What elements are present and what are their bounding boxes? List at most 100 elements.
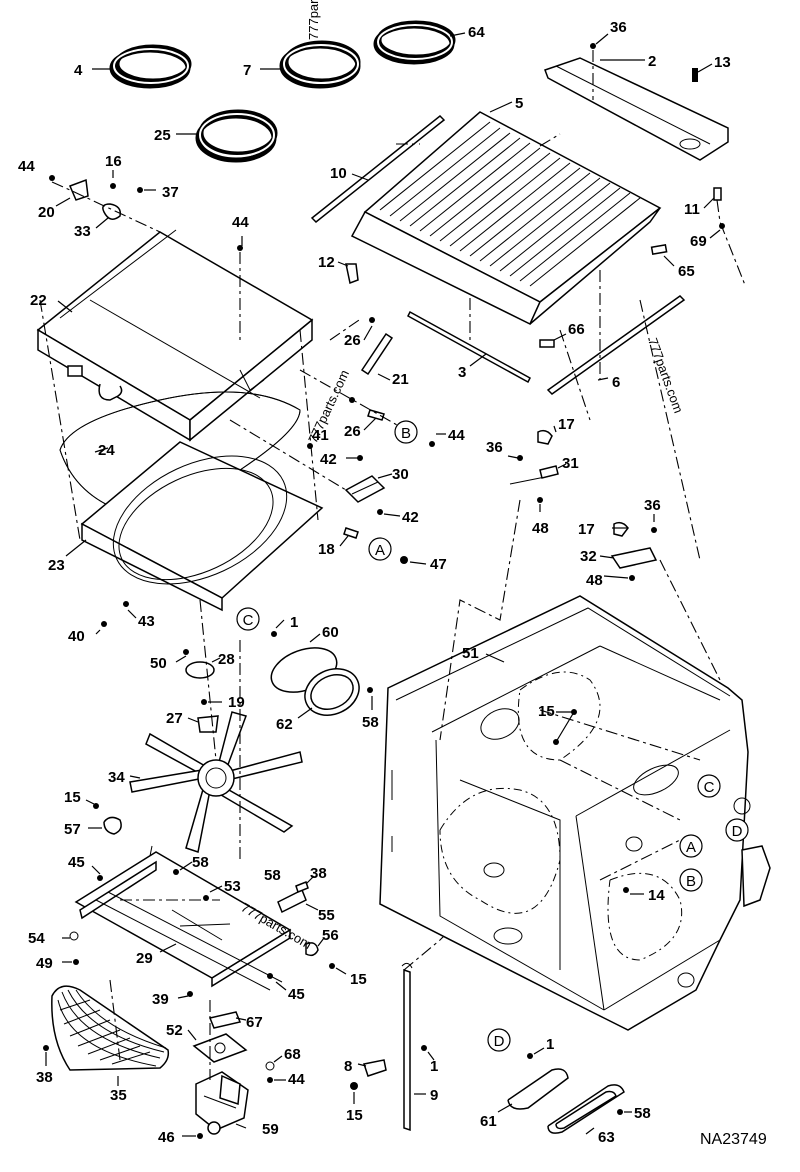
bracket-32 (599, 514, 658, 581)
callout-label: 47 (430, 556, 447, 573)
watermark: 777parts.com (306, 0, 321, 40)
callout-label: 69 (690, 233, 707, 250)
fan-34 (129, 711, 303, 853)
cooler-core-5 (350, 101, 662, 326)
ref-c: C (243, 612, 254, 629)
callout-label: 58 (362, 714, 379, 731)
callout-label: 50 (150, 655, 167, 672)
mount-plate-52 (177, 991, 286, 1083)
callout-label: 37 (162, 184, 179, 201)
fitting-20 (49, 170, 243, 340)
callout-label: 52 (166, 1022, 183, 1039)
watermark: 777parts.com (645, 336, 686, 415)
callout-label: 6 (612, 374, 620, 391)
clamp-57 (85, 799, 122, 835)
hose-coil-7 (260, 40, 361, 89)
reference-letter: B (394, 420, 418, 444)
bolt-11-washer-69 (703, 187, 746, 286)
bracket-30 (229, 419, 427, 565)
callout-label: 1 (430, 1058, 438, 1075)
callout-label: 51 (462, 645, 479, 662)
fan-shroud-23 (65, 441, 324, 635)
reference-letter: A (679, 834, 703, 858)
hub-27 (187, 699, 222, 733)
callout-label: 36 (610, 19, 627, 36)
callout-label: 29 (136, 950, 153, 967)
callout-label: 4 (74, 62, 83, 79)
callout-label: 55 (318, 907, 335, 924)
callout-label: 38 (36, 1069, 53, 1086)
callout-label: 15 (64, 789, 81, 806)
callout-label: 44 (288, 1071, 305, 1088)
callout-label: 19 (228, 694, 245, 711)
callout-label: 36 (486, 439, 503, 456)
callout-label: 27 (166, 710, 183, 727)
callout-label: 14 (648, 887, 665, 904)
hose-coil-25 (176, 109, 278, 163)
assembly-lines (39, 133, 721, 1080)
callout-label: 53 (224, 878, 241, 895)
callout-label: 45 (68, 854, 85, 871)
hose-coil-64 (373, 20, 466, 65)
callout-label: 23 (48, 557, 65, 574)
reference-letter: B (679, 868, 703, 892)
callout-label: 48 (586, 572, 603, 589)
callout-label: 43 (138, 613, 155, 630)
callout-label: 57 (64, 821, 81, 838)
callout-label: 54 (28, 930, 45, 947)
drawing-code: NA23749 (700, 1131, 767, 1148)
ref-a: A (686, 839, 696, 856)
cover-61 (497, 1047, 632, 1135)
callout-label: 68 (284, 1046, 301, 1063)
callout-label: 65 (678, 263, 695, 280)
callout-label: 66 (568, 321, 585, 338)
hose-21 (329, 317, 446, 447)
fan-guard-35 (43, 985, 170, 1086)
callout-label: 21 (392, 371, 409, 388)
callout-label: 15 (350, 971, 367, 988)
oil-cooler-22 (36, 229, 314, 442)
rod-9 (350, 899, 481, 1132)
ref-a: A (375, 542, 385, 559)
callouts: 4 7 64 36 2 13 25 5 44 16 37 20 33 10 11… (18, 19, 731, 1146)
callout-label: 24 (98, 442, 115, 459)
callout-label: 20 (38, 204, 55, 221)
callout-label: 18 (318, 541, 335, 558)
callout-label: 30 (392, 466, 409, 483)
callout-label: 38 (310, 865, 327, 882)
ref-d: D (732, 823, 743, 840)
callout-label: 63 (598, 1129, 615, 1146)
reference-letter: C (236, 607, 260, 631)
reference-letter: A (368, 537, 392, 561)
callout-label: 3 (458, 364, 466, 381)
callout-label: 2 (648, 53, 656, 70)
top-plate-2 (544, 33, 729, 161)
reference-letter: D (725, 818, 749, 842)
strip-10 (310, 114, 446, 224)
callout-label: 15 (538, 703, 555, 720)
callout-label: 56 (322, 927, 339, 944)
foam-strip-65 (650, 243, 675, 267)
callout-label: 10 (330, 165, 347, 182)
callout-label: 5 (515, 95, 523, 112)
callout-label: 22 (30, 292, 47, 309)
callout-label: 31 (562, 455, 579, 472)
callout-label: 12 (318, 254, 335, 271)
bracket-31 (507, 425, 567, 512)
callout-label: 64 (468, 24, 485, 41)
callout-label: 44 (232, 214, 249, 231)
callout-label: 58 (634, 1105, 651, 1122)
bracket-55 (277, 875, 347, 975)
callout-label: 67 (246, 1014, 263, 1031)
foam-strip-66 (539, 333, 567, 348)
callout-label: 58 (192, 854, 209, 871)
callout-label: 45 (288, 986, 305, 1003)
callout-label: 49 (36, 955, 53, 972)
callout-label: 9 (430, 1087, 438, 1104)
callout-label: 26 (344, 332, 361, 349)
callout-label: 15 (346, 1107, 363, 1124)
main-frame-51 (379, 595, 771, 1031)
callout-label: 16 (105, 153, 122, 170)
callout-label: 42 (402, 509, 419, 526)
callout-label: 46 (158, 1129, 175, 1146)
